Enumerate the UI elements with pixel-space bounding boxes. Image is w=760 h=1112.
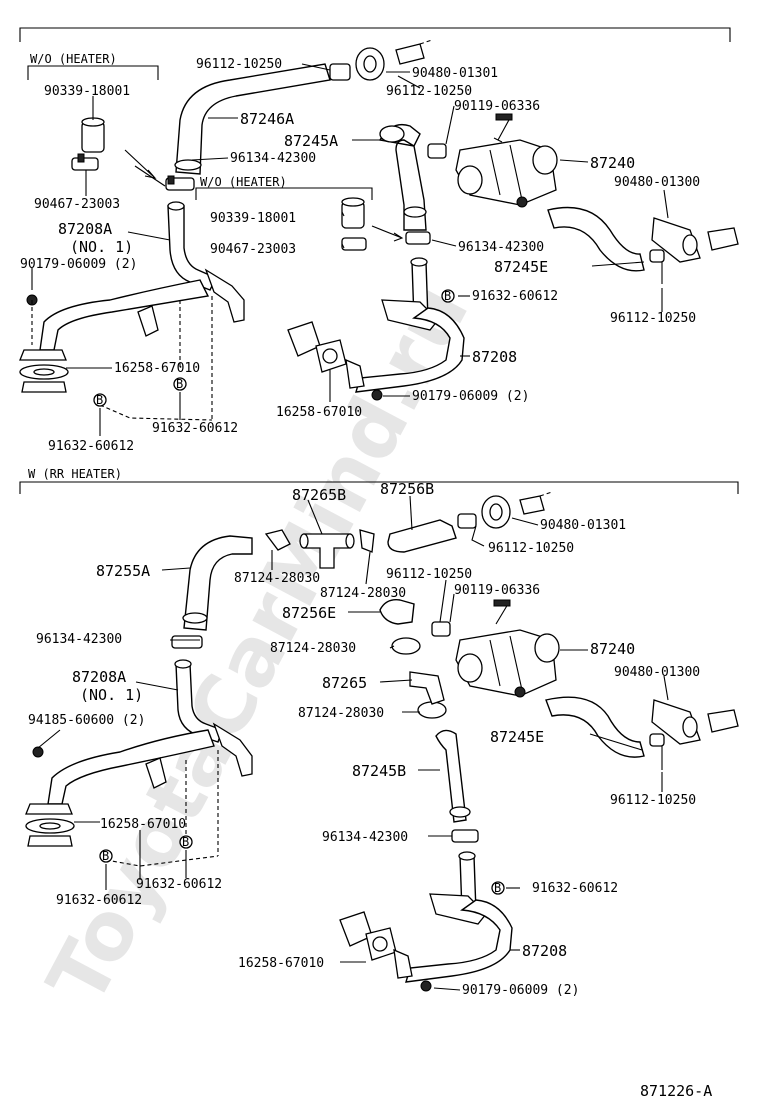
callout-96134-42300: 96134-42300 <box>36 632 122 647</box>
section-label-wo-heater: W/O (HEATER) <box>30 52 117 66</box>
bottom-leader-lines <box>37 495 669 991</box>
callout-90339-18001: 90339-18001 <box>210 211 296 226</box>
callout-90467-23003: 90467-23003 <box>210 242 296 257</box>
top-labels: W/O (HEATER) 96112-10250 90480-01301 961… <box>20 52 700 454</box>
callout-87124-28030: 87124-28030 <box>320 586 406 601</box>
callout-87208: 87208 <box>472 348 517 366</box>
bottom-labels: W (RR HEATER) 87265B 87256B 90480-01301 … <box>28 467 700 998</box>
callout-87245B: 87245B <box>352 762 406 780</box>
callout-87208A: 87208A <box>72 668 126 686</box>
callout-90480-01300: 90480-01300 <box>614 665 700 680</box>
callout-91632-60612: 91632-60612 <box>472 289 558 304</box>
callout-87124-28030: 87124-28030 <box>298 706 384 721</box>
callout-87240: 87240 <box>590 640 635 658</box>
callout-90480-01300: 90480-01300 <box>614 175 700 190</box>
callout-87124-28030: 87124-28030 <box>234 571 320 586</box>
callout-16258-67010: 16258-67010 <box>238 956 324 971</box>
callout-87256E: 87256E <box>282 604 336 622</box>
callout-87265B: 87265B <box>292 486 346 504</box>
callout-91632-60612: 91632-60612 <box>56 893 142 908</box>
callout-90119-06336: 90119-06336 <box>454 99 540 114</box>
callout-94185-60600: 94185-60600 (2) <box>28 713 145 728</box>
callout-87256B: 87256B <box>380 480 434 498</box>
callout-87245E: 87245E <box>494 258 548 276</box>
callout-96112-10250: 96112-10250 <box>386 84 472 99</box>
svg-text:B: B <box>494 881 501 895</box>
callout-96112-10250: 96112-10250 <box>386 567 472 582</box>
callout-96112-10250: 96112-10250 <box>610 311 696 326</box>
callout-90480-01301: 90480-01301 <box>412 66 498 81</box>
bottom-section-parts: B B <box>25 491 739 992</box>
callout-87246A: 87246A <box>240 110 294 128</box>
callout-87240: 87240 <box>590 154 635 172</box>
svg-text:B: B <box>102 849 109 863</box>
callout-16258-67010: 16258-67010 <box>276 405 362 420</box>
svg-text:B: B <box>182 835 189 849</box>
callout-90467-23003: 90467-23003 <box>34 197 120 212</box>
callout-96134-42300: 96134-42300 <box>230 151 316 166</box>
svg-text:B: B <box>176 377 183 391</box>
callout-90179-06009: 90179-06009 (2) <box>462 983 579 998</box>
top-section-parts: B B <box>19 39 739 421</box>
svg-text:B: B <box>96 393 103 407</box>
top-leader-lines <box>31 63 669 436</box>
callout-91632-60612: 91632-60612 <box>532 881 618 896</box>
callout-16258-67010: 16258-67010 <box>114 361 200 376</box>
callout-90339-18001: 90339-18001 <box>44 84 130 99</box>
callout-90179-06009: 90179-06009 (2) <box>412 389 529 404</box>
callout-90179-06009: 90179-06009 (2) <box>20 257 137 272</box>
callout-96112-10250: 96112-10250 <box>610 793 696 808</box>
callout-87208: 87208 <box>522 942 567 960</box>
callout-91632-60612: 91632-60612 <box>152 421 238 436</box>
callout-90480-01301: 90480-01301 <box>540 518 626 533</box>
callout-87255A: 87255A <box>96 562 150 580</box>
section-label-wo-heater-inset: W/O (HEATER) <box>200 175 287 189</box>
callout-96112-10250: 96112-10250 <box>488 541 574 556</box>
callout-87124-28030: 87124-28030 <box>270 641 356 656</box>
section-label-w-rr-heater: W (RR HEATER) <box>28 467 122 481</box>
callout-87265: 87265 <box>322 674 367 692</box>
callout-91632-60612: 91632-60612 <box>48 439 134 454</box>
section-frames <box>19 27 739 494</box>
callout-87208A: 87208A <box>58 220 112 238</box>
callout-96112-10250: 96112-10250 <box>196 57 282 72</box>
callout-87245A: 87245A <box>284 132 338 150</box>
svg-text:B: B <box>444 289 451 303</box>
callout-96134-42300: 96134-42300 <box>458 240 544 255</box>
callout-90119-06336: 90119-06336 <box>454 583 540 598</box>
callout-87245E: 87245E <box>490 728 544 746</box>
figure-code: 871226-A <box>640 1082 712 1100</box>
callout-91632-60612: 91632-60612 <box>136 877 222 892</box>
callout-96134-42300: 96134-42300 <box>322 830 408 845</box>
callout-no1: (NO. 1) <box>70 238 133 256</box>
callout-no1: (NO. 1) <box>80 686 143 704</box>
callout-16258-67010: 16258-67010 <box>100 817 186 832</box>
